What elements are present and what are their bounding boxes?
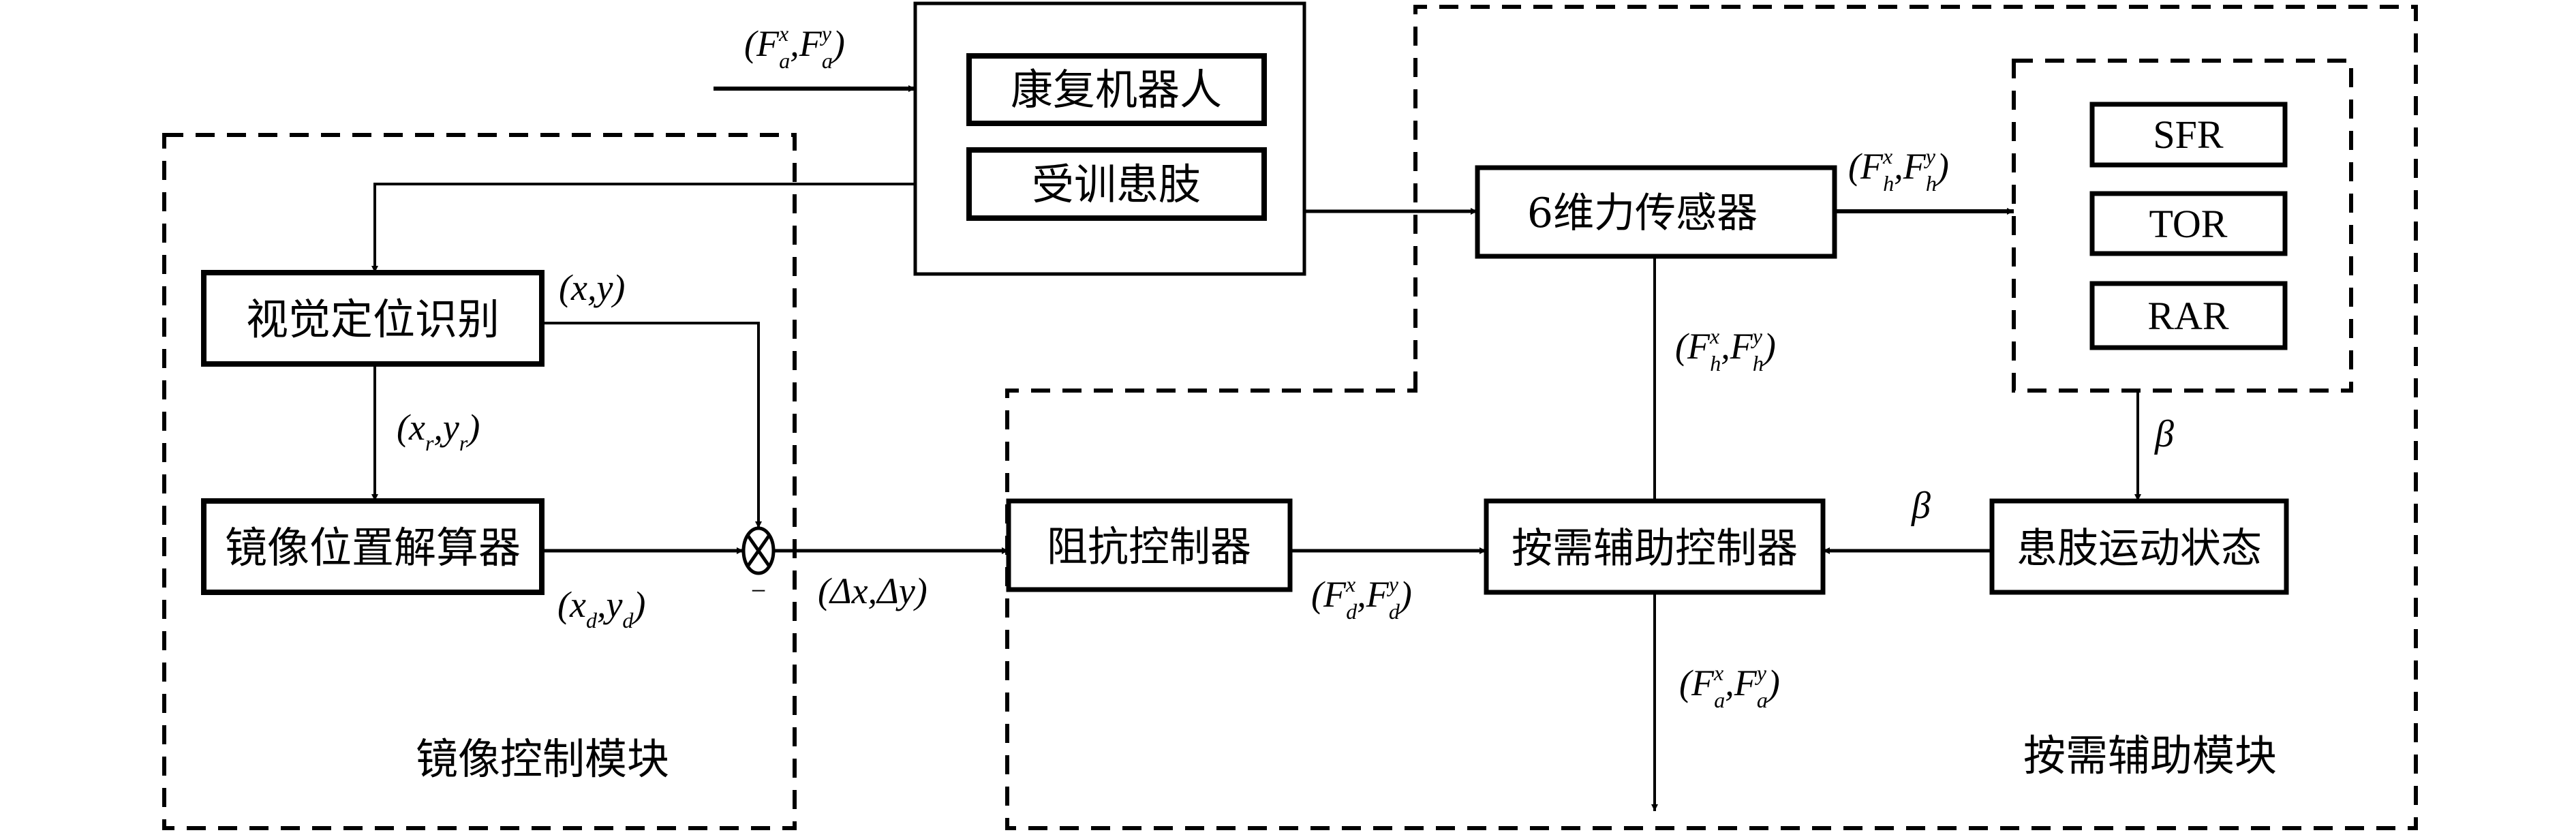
impedance-controller-label: 阻抗控制器 xyxy=(1047,523,1251,571)
arrow-robot-to-vision xyxy=(371,183,915,273)
mirror-control-module-label: 镜像控制模块 xyxy=(416,734,669,784)
signal-beta-vertical: β xyxy=(2154,413,2174,455)
mirror-position-solver-block xyxy=(201,498,545,595)
signal-position-error: (Δx,Δy) xyxy=(818,570,927,611)
metrics-group-boundary xyxy=(2012,59,2353,393)
visual-localization-block xyxy=(201,270,545,367)
metric-block-tor xyxy=(2089,191,2288,256)
aan-controller-block xyxy=(1484,498,1826,595)
metric-label-rar: RAR xyxy=(2147,294,2229,338)
trained-limb-block xyxy=(966,147,1267,221)
limb-motion-state-label: 患肢运动状态 xyxy=(2017,525,2262,573)
svg-text:(xd,yd): (xd,yd) xyxy=(557,584,645,633)
visual-localization-label: 视觉定位识别 xyxy=(246,294,500,344)
svg-text:(Fxh,Fyh): (Fxh,Fyh) xyxy=(1848,144,1949,196)
aan-module-label: 按需辅助模块 xyxy=(2023,731,2277,780)
signal-beta-horizontal: β xyxy=(1911,485,1931,527)
force-sensor-label: 6维力传感器 xyxy=(1527,189,1758,237)
signal-desired-position: (xd,yd) xyxy=(557,584,645,633)
signal-reference-position: (xr,yr) xyxy=(397,407,480,455)
impedance-controller-block xyxy=(1006,498,1293,592)
svg-text:(Fxa,Fya): (Fxa,Fya) xyxy=(744,21,845,73)
metric-block-sfr xyxy=(2089,102,2288,168)
svg-text:(Fxh,Fyh): (Fxh,Fyh) xyxy=(1675,324,1776,376)
summing-junction xyxy=(741,526,776,575)
aan-controller-label: 按需辅助控制器 xyxy=(1512,525,1798,573)
rehab-robot-block xyxy=(966,53,1267,126)
trained-limb-label: 受训患肢 xyxy=(1032,159,1201,209)
robot-group-box xyxy=(913,1,1306,276)
svg-text:(Fxd,Fyd): (Fxd,Fyd) xyxy=(1311,572,1412,624)
aan-module-boundary xyxy=(1005,5,2418,830)
rehab-robot-label: 康复机器人 xyxy=(1011,65,1222,115)
signal-position: (x,y) xyxy=(559,267,625,308)
mirror-control-module-boundary xyxy=(162,133,797,830)
metric-block-rar xyxy=(2089,281,2288,350)
metric-label-sfr: SFR xyxy=(2153,112,2224,157)
summing-minus-sign: − xyxy=(751,575,767,606)
svg-text:(xr,yr): (xr,yr) xyxy=(397,407,480,455)
limb-motion-state-block xyxy=(1989,498,2289,595)
metric-label-tor: TOR xyxy=(2149,202,2228,246)
arrow-vision-to-sum xyxy=(542,322,762,528)
svg-text:(Fxa,Fya): (Fxa,Fya) xyxy=(1679,660,1780,712)
mirror-position-solver-label: 镜像位置解算器 xyxy=(225,523,521,573)
